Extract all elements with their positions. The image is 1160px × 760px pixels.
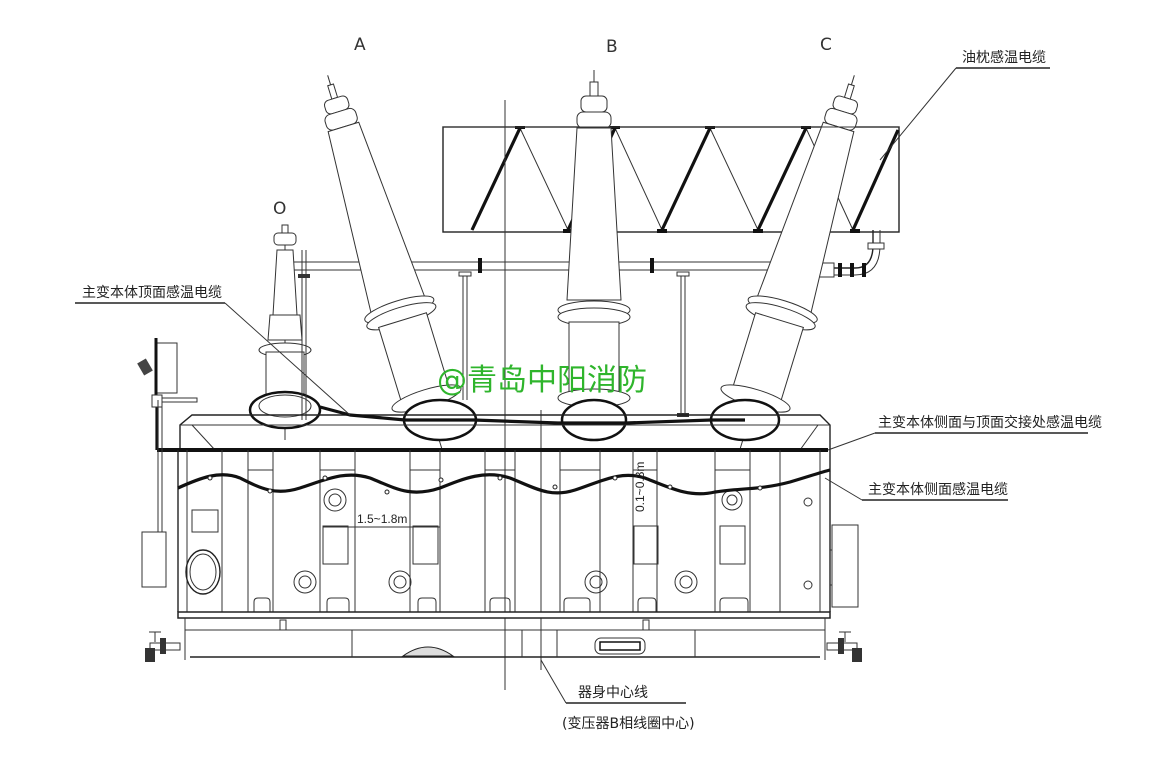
callout-center-line: 器身中心线 (变压器B相线圈中心) bbox=[540, 659, 695, 732]
side-sensing-cable bbox=[177, 468, 831, 496]
bushing-neutral bbox=[248, 224, 322, 440]
callout-center-line-note: (变压器B相线圈中心) bbox=[562, 716, 695, 732]
tank-body bbox=[177, 450, 831, 612]
callout-top: 主变本体顶面感温电缆 bbox=[75, 284, 351, 416]
callout-top-text: 主变本体顶面感温电缆 bbox=[82, 284, 222, 301]
watermark: @青岛中阳消防 bbox=[437, 363, 647, 398]
phase-label-c: C bbox=[820, 35, 832, 55]
callout-conservator: 油枕感温电缆 bbox=[879, 49, 1050, 161]
callout-center-line-text: 器身中心线 bbox=[578, 685, 648, 701]
right-drain-valve bbox=[826, 631, 862, 662]
callout-junction-text: 主变本体侧面与顶面交接处感温电缆 bbox=[878, 414, 1102, 431]
tank-base bbox=[177, 611, 831, 660]
callout-junction: 主变本体侧面与顶面交接处感温电缆 bbox=[827, 414, 1102, 451]
junction-sensing-cable bbox=[155, 400, 828, 452]
gas-relay-assembly bbox=[137, 338, 198, 588]
wave-dimension: 0.1~0.3m bbox=[633, 462, 647, 512]
bushing-c bbox=[720, 75, 859, 449]
bushing-a bbox=[323, 75, 462, 449]
height-dimension: 1.5~1.8m bbox=[323, 512, 440, 528]
phase-label-neutral: O bbox=[273, 199, 286, 219]
control-box bbox=[803, 497, 859, 608]
callout-conservator-text: 油枕感温电缆 bbox=[962, 49, 1046, 66]
left-drain-valve bbox=[145, 631, 181, 662]
phase-label-a: A bbox=[354, 35, 366, 55]
wave-dimension-label: 0.1~0.3m bbox=[633, 462, 647, 512]
cable-clamps bbox=[207, 475, 763, 495]
height-dimension-label: 1.5~1.8m bbox=[357, 512, 407, 526]
tank-cover bbox=[179, 414, 831, 451]
phase-label-b: B bbox=[606, 37, 618, 57]
top-sensing-cable bbox=[319, 405, 745, 425]
callout-side-text: 主变本体侧面感温电缆 bbox=[868, 481, 1008, 498]
bushing-b bbox=[557, 75, 631, 442]
callout-side: 主变本体侧面感温电缆 bbox=[824, 477, 1008, 501]
